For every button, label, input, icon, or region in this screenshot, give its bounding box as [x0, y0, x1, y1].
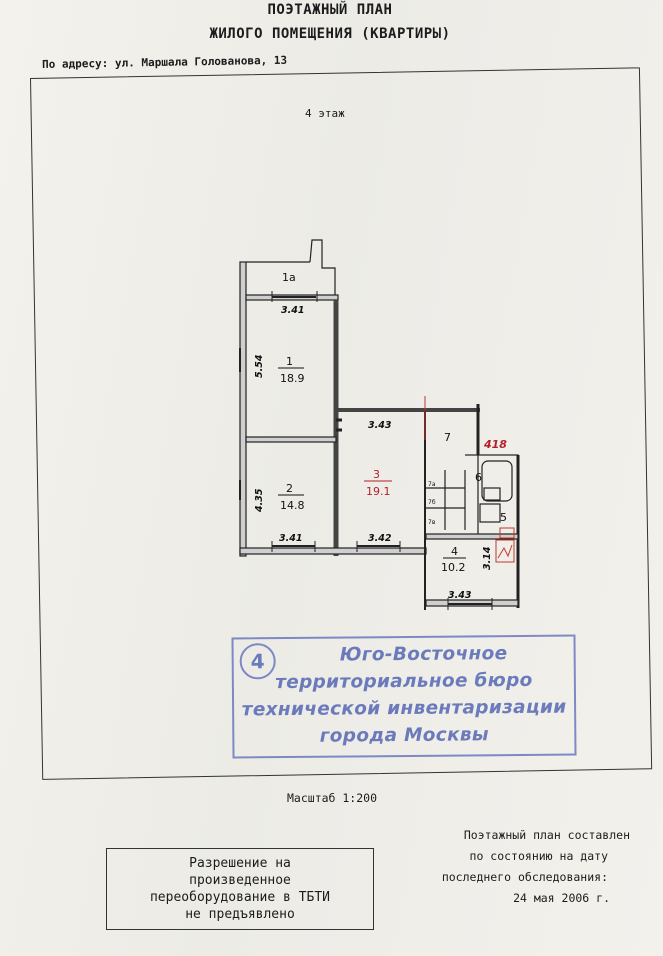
dimension-label: 3.14	[482, 546, 493, 570]
room-area-2: 14.8	[280, 499, 305, 512]
room-label-7: 7	[444, 431, 451, 444]
compilation-line: по состоянию на дату	[469, 849, 608, 863]
apartment-number: 418	[483, 438, 507, 451]
document-subtitle: ЖИЛОГО ПОМЕЩЕНИЯ (КВАРТИРЫ)	[209, 26, 451, 42]
room-label-1a: 1а	[282, 271, 296, 284]
dimension-label: 3.43	[448, 590, 472, 601]
stamp-line: города Москвы	[319, 724, 490, 747]
closet-label-7a: 7а	[428, 481, 436, 488]
room-area-1: 18.9	[280, 372, 305, 385]
closet-label-7c: 7в	[428, 519, 436, 526]
document-title: ПОЭТАЖНЫЙ ПЛАН	[267, 2, 393, 18]
compilation-line: Поэтажный план составлен	[463, 828, 630, 842]
floor-label: 4 этаж	[305, 107, 345, 120]
closet-label-7b: 7б	[428, 499, 436, 506]
permission-line: Разрешение на	[189, 856, 291, 871]
room-label-6: 6	[475, 471, 482, 484]
permission-line: не предъявлено	[185, 907, 295, 922]
dimension-label: 5.54	[254, 354, 265, 378]
room-label-1: 1	[286, 355, 293, 368]
room-area-3: 19.1	[366, 485, 391, 498]
room-label-2: 2	[286, 482, 293, 495]
permission-box: Разрешение на произведенное переоборудов…	[106, 848, 374, 930]
compilation-line: последнего обследования:	[441, 870, 608, 884]
scale-label: Масштаб 1:200	[287, 791, 378, 805]
dimension-label: 3.41	[281, 305, 304, 316]
bti-stamp: 4 Юго-Восточное территориальное бюро тех…	[231, 634, 577, 759]
stamp-line: Юго-Восточное	[339, 643, 508, 666]
dimension-label: 4.35	[254, 488, 265, 513]
permission-line: переоборудование в ТБТИ	[149, 890, 330, 905]
compilation-note: Поэтажный план составлен по состоянию на…	[400, 825, 630, 909]
permission-line: произведенное	[189, 873, 291, 888]
room-label-5: 5	[500, 511, 507, 524]
dimension-label: 3.42	[368, 533, 392, 544]
room-label-4: 4	[451, 545, 458, 558]
room-label-3: 3	[373, 468, 380, 481]
dimension-label: 3.43	[368, 420, 392, 431]
compilation-date: 24 мая 2006 г.	[513, 891, 610, 905]
stamp-line: территориальное бюро	[275, 669, 533, 694]
room-area-4: 10.2	[441, 561, 466, 574]
stamp-line: технической инвентаризации	[241, 696, 567, 721]
dimension-label: 3.41	[279, 533, 302, 544]
